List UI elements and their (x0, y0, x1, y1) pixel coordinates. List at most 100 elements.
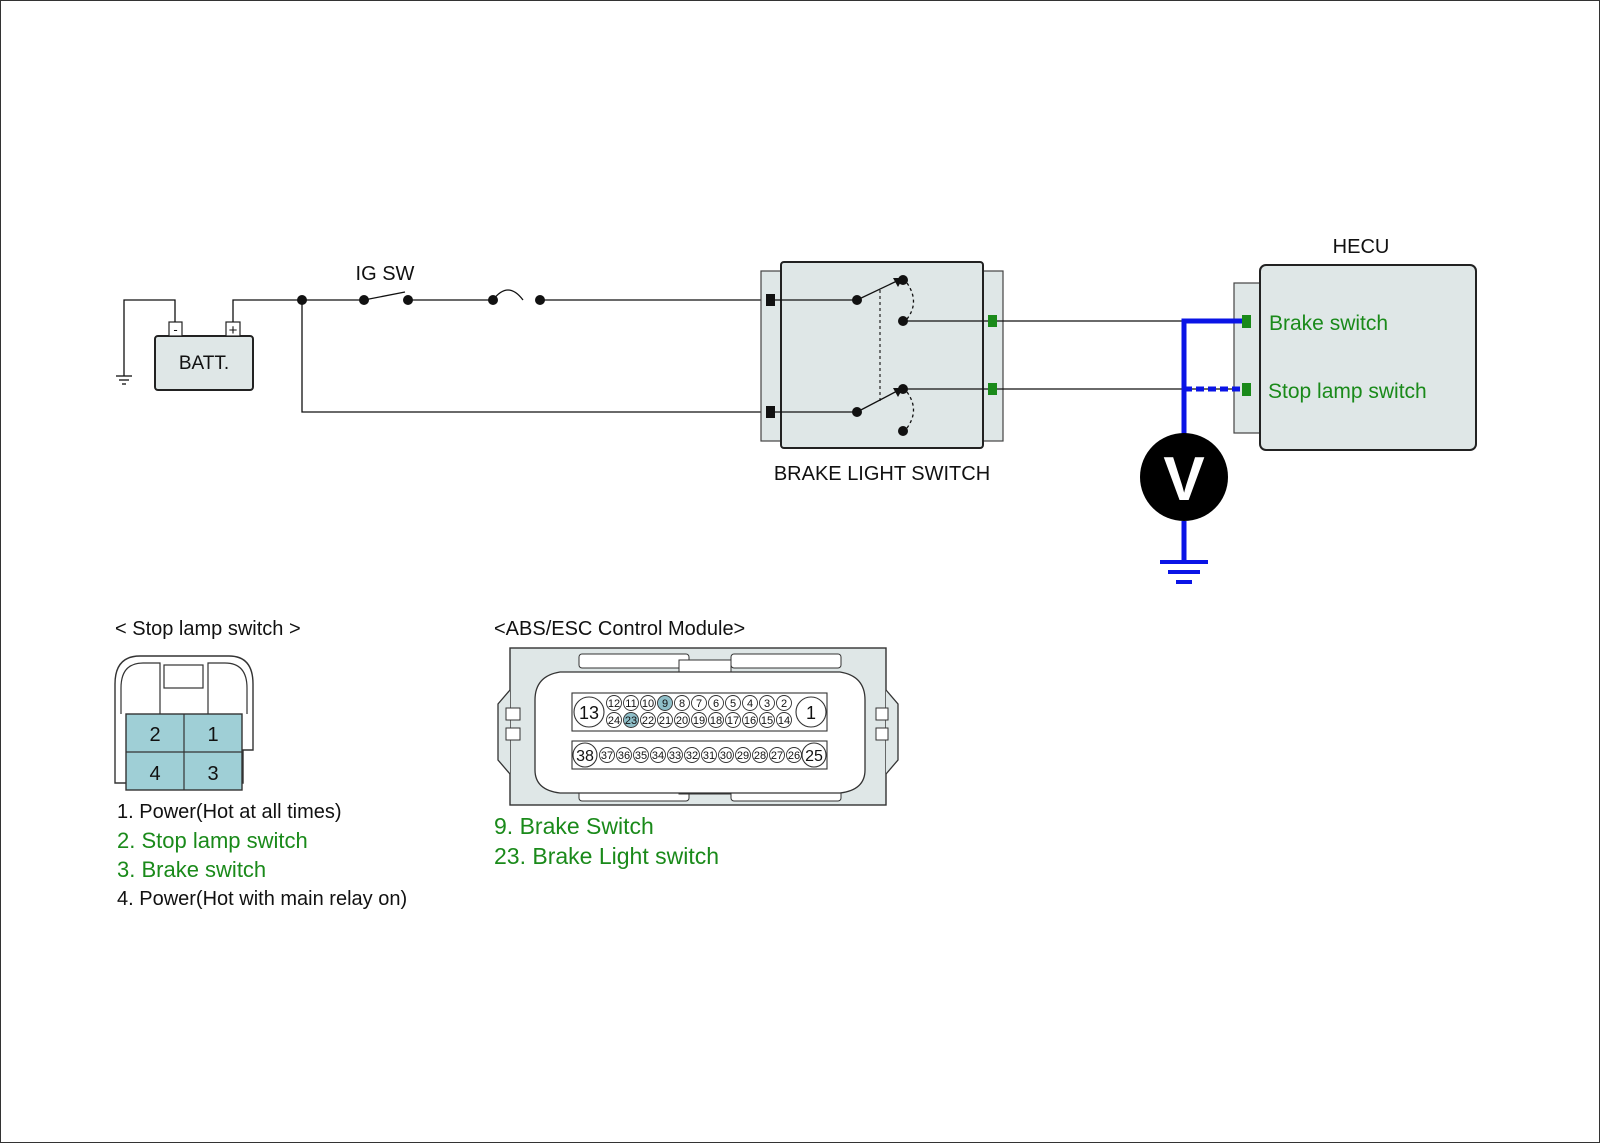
brake-light-switch: BRAKE LIGHT SWITCH (760, 261, 1004, 485)
abs-pin-number: 18 (710, 715, 722, 727)
abs-pin-large (572, 742, 598, 768)
stop-lamp-connector: < Stop lamp switch > 2 1 4 3 1. Power(Ho… (114, 618, 407, 910)
voltmeter-symbol (1140, 433, 1228, 521)
abs-pin-number: 20 (676, 715, 688, 727)
abs-pin-label: 1 (806, 703, 816, 723)
abs-connector-face (534, 671, 866, 794)
abs-pin (708, 712, 724, 728)
abs-pin-number: 36 (618, 750, 630, 762)
abs-pin (786, 747, 802, 763)
abs-pin-number: 17 (727, 715, 739, 727)
abs-pin-number: 34 (652, 750, 664, 762)
abs-pin (718, 747, 734, 763)
switch-input-terminal (766, 294, 775, 306)
abs-pin (759, 695, 775, 711)
voltmeter-letter: V (1163, 445, 1204, 514)
supply-wires: IG SW (232, 263, 771, 413)
abs-pin (742, 712, 758, 728)
abs-pin-label: 13 (579, 703, 599, 723)
abs-legend-1: 9. Brake Switch (494, 813, 654, 839)
abs-pin (742, 695, 758, 711)
switch-body (780, 261, 984, 449)
abs-pin (674, 712, 690, 728)
abs-pin-number: 4 (747, 698, 753, 710)
hecu-module: HECU Brake switch Stop lamp switch (1233, 236, 1477, 451)
abs-pin (725, 695, 741, 711)
abs-pin-number: 19 (693, 715, 705, 727)
ig-switch-contact (359, 295, 369, 305)
abs-pin-number: 12 (608, 698, 620, 710)
hecu-terminal-stop-lamp (1242, 383, 1251, 396)
abs-pin-number: 11 (625, 698, 636, 710)
probe-lead (1181, 318, 1242, 438)
abs-pin (691, 712, 707, 728)
abs-pin (701, 747, 717, 763)
abs-pin-number: 21 (659, 715, 671, 727)
abs-pin-large (573, 696, 605, 728)
ig-switch-contact (403, 295, 413, 305)
battery-pos-sign: + (229, 322, 238, 339)
abs-pin-number: 24 (608, 715, 620, 727)
abs-pin-number: 3 (764, 698, 770, 710)
abs-pin (606, 695, 622, 711)
stop-lamp-legend-2: 2. Stop lamp switch (117, 828, 308, 853)
switch-output-terminal (988, 383, 997, 395)
abs-pin (776, 712, 792, 728)
stop-lamp-legend-3: 3. Brake switch (117, 857, 266, 882)
abs-pin-label: 25 (805, 748, 823, 765)
abs-pin (657, 712, 673, 728)
abs-pin (623, 712, 639, 728)
hecu-terminal-brake-switch (1242, 315, 1251, 328)
abs-pin-large (801, 742, 827, 768)
fuse-contact (535, 295, 545, 305)
stop-lamp-legend-1: 1. Power(Hot at all times) (117, 801, 342, 823)
abs-pin (616, 747, 632, 763)
connector-latch (163, 664, 204, 689)
stop-lamp-legend-4: 4. Power(Hot with main relay on) (117, 888, 407, 910)
connector-pin: 2 (149, 724, 160, 746)
battery-label: BATT. (179, 353, 229, 374)
hecu-brake-switch-label: Brake switch (1269, 312, 1388, 335)
abs-pin-number: 16 (744, 715, 756, 727)
abs-connector-title: <ABS/ESC Control Module> (494, 618, 745, 640)
abs-pin (769, 747, 785, 763)
switch-output-terminal (988, 315, 997, 327)
abs-pin-number: 5 (730, 698, 736, 710)
abs-pin-number: 35 (635, 750, 647, 762)
stop-lamp-connector-title: < Stop lamp switch > (115, 618, 301, 640)
abs-pin (735, 747, 751, 763)
abs-pin-number: 30 (720, 750, 732, 762)
abs-pin (640, 695, 656, 711)
battery-body (154, 335, 254, 391)
abs-pin-number: 31 (703, 750, 715, 762)
abs-pin-number: 9 (662, 698, 668, 710)
abs-pin-number: 26 (788, 750, 800, 762)
abs-legend-2: 23. Brake Light switch (494, 843, 719, 869)
abs-pin (623, 695, 639, 711)
abs-pin (606, 712, 622, 728)
abs-pin-number: 2 (781, 698, 787, 710)
connector-pin: 1 (207, 724, 218, 746)
junction-dot (297, 295, 307, 305)
abs-pin-number: 7 (696, 698, 702, 710)
ig-sw-label: IG SW (356, 263, 415, 285)
abs-pin-label: 38 (576, 748, 594, 765)
battery-neg-sign: - (173, 322, 177, 337)
abs-pin-large (795, 696, 827, 728)
abs-pin-number: 8 (679, 698, 685, 710)
abs-pin-number: 37 (601, 750, 613, 762)
switch-input-terminal (766, 406, 775, 418)
abs-pin-number: 29 (737, 750, 749, 762)
hecu-stop-lamp-switch-label: Stop lamp switch (1268, 380, 1427, 403)
abs-pin (776, 695, 792, 711)
abs-pin (684, 747, 700, 763)
connector-pin: 3 (207, 763, 218, 785)
abs-pin-number: 27 (771, 750, 783, 762)
abs-pin (725, 712, 741, 728)
abs-pin (667, 747, 683, 763)
abs-pin (599, 747, 615, 763)
abs-pin-number: 32 (686, 750, 698, 762)
